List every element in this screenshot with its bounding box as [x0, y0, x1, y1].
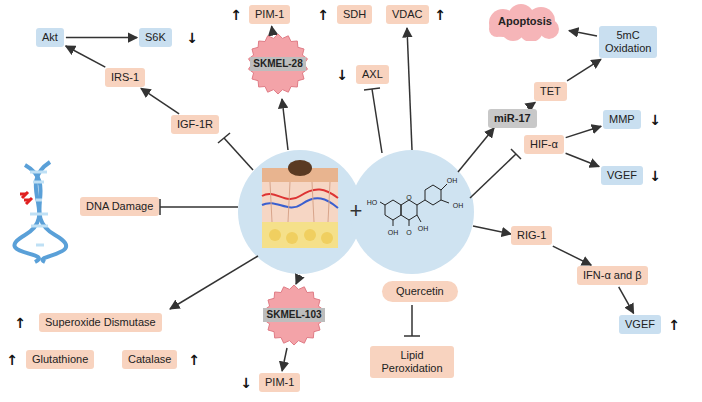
pathway-arrow [567, 59, 601, 81]
process-box: TET [534, 82, 567, 101]
node-text: Akt [42, 31, 58, 43]
plus-sign: + [350, 198, 363, 224]
process-box: Glutathione [26, 350, 94, 369]
mirna-label: miR-17 [488, 109, 537, 128]
quercetin-structure [380, 184, 449, 226]
chemical-label: OH [388, 229, 399, 236]
pathway-arrow [282, 348, 287, 371]
node-text: IFN-α and β [583, 269, 642, 281]
chemical-label: O [406, 229, 411, 236]
node-text: SDH [343, 8, 366, 20]
pathway-arrow [141, 88, 179, 114]
pathway-arrow [66, 46, 106, 67]
chemical-label: O [406, 194, 411, 201]
skin-illustration [262, 160, 338, 248]
node-text: miR-17 [494, 112, 531, 124]
node-text: AXL [362, 68, 383, 80]
node-text: VGEF [607, 169, 637, 181]
process-box: DNA Damage [80, 197, 159, 216]
node-text: Quercetin [396, 285, 444, 297]
dna-helix [14, 162, 66, 262]
change-arrow: ↓ [336, 67, 348, 83]
node-text: S6K [145, 31, 166, 43]
change-arrow: ↑ [14, 315, 26, 331]
node-text: MMP [609, 113, 635, 125]
compound-pill: Quercetin [382, 281, 458, 302]
process-box: VGEF [619, 315, 661, 334]
node-text: DNA Damage [86, 200, 153, 212]
node-text: IRS-1 [111, 71, 139, 83]
change-arrow: ↓ [186, 30, 198, 46]
node-text: PIM-1 [265, 376, 294, 388]
apoptosis-cloud: Apoptosis [483, 3, 567, 41]
node-text: Apoptosis [498, 15, 552, 28]
process-box: Lipid Peroxidation [370, 346, 454, 378]
node-text: VDAC [392, 8, 423, 20]
process-box: PIM-1 [259, 373, 300, 392]
chemical-label: HO [367, 199, 378, 206]
skin-circle [238, 150, 362, 274]
chemical-label: OH [447, 177, 458, 184]
chemical-label: OH [453, 202, 464, 209]
process-box: HIF-α [524, 135, 564, 154]
change-arrow: ↑ [317, 7, 329, 23]
node-text: IGF-1R [177, 118, 213, 130]
quercetin-circle [350, 150, 474, 274]
change-arrow: ↑ [188, 352, 200, 368]
pathway-arrow [553, 246, 591, 265]
process-box: Akt [36, 28, 64, 47]
pathway-arrow [528, 102, 536, 108]
node-text: HIF-α [530, 138, 558, 150]
node-text: TET [540, 85, 561, 97]
pathway-arrow [569, 31, 597, 36]
pathway-arrow [566, 153, 600, 166]
change-arrow: ↑ [668, 317, 680, 333]
node-text: Superoxide Dismutase [45, 316, 156, 328]
cell-shape: SKMEL-28 [241, 33, 315, 95]
process-box: IGF-1R [171, 115, 219, 134]
node-text: Lipid Peroxidation [381, 349, 442, 374]
process-box: VGEF [601, 166, 643, 185]
pathway-arrow [619, 287, 634, 313]
cell-shape: SKMEL-103 [256, 284, 332, 346]
change-arrow: ↑ [230, 7, 242, 23]
pathway-lines [160, 28, 521, 336]
process-box: VDAC [386, 5, 429, 24]
process-box: IFN-α and β [577, 266, 648, 285]
node-text: SKMEL-28 [250, 57, 305, 71]
change-arrow: ↓ [649, 168, 661, 184]
process-box: PIM-1 [249, 5, 290, 24]
node-text: Catalase [128, 353, 171, 365]
process-box: Superoxide Dismutase [39, 313, 162, 332]
pathway-arrow [566, 126, 601, 137]
chemical-label: OH [418, 225, 429, 232]
change-arrow: ↓ [649, 112, 661, 128]
change-arrow: ↑ [434, 7, 446, 23]
node-text: RIG-1 [517, 229, 546, 241]
change-arrow: ↑ [6, 352, 18, 368]
process-box: Catalase [122, 350, 177, 369]
process-box: AXL [356, 65, 389, 84]
process-box: 5mC Oxidation [599, 26, 657, 58]
pathway-arrow [271, 26, 273, 31]
change-arrow: ↓ [240, 375, 252, 391]
process-box: S6K [139, 28, 172, 47]
node-text: PIM-1 [255, 8, 284, 20]
process-box: SDH [337, 5, 372, 24]
process-box: IRS-1 [105, 68, 145, 87]
process-box: RIG-1 [511, 226, 552, 245]
node-text: SKMEL-103 [263, 308, 324, 322]
node-text: Glutathione [32, 353, 88, 365]
node-text: VGEF [625, 318, 655, 330]
pathway-arrow [66, 37, 137, 39]
node-text: 5mC Oxidation [605, 29, 651, 54]
process-box: MMP [603, 110, 641, 129]
